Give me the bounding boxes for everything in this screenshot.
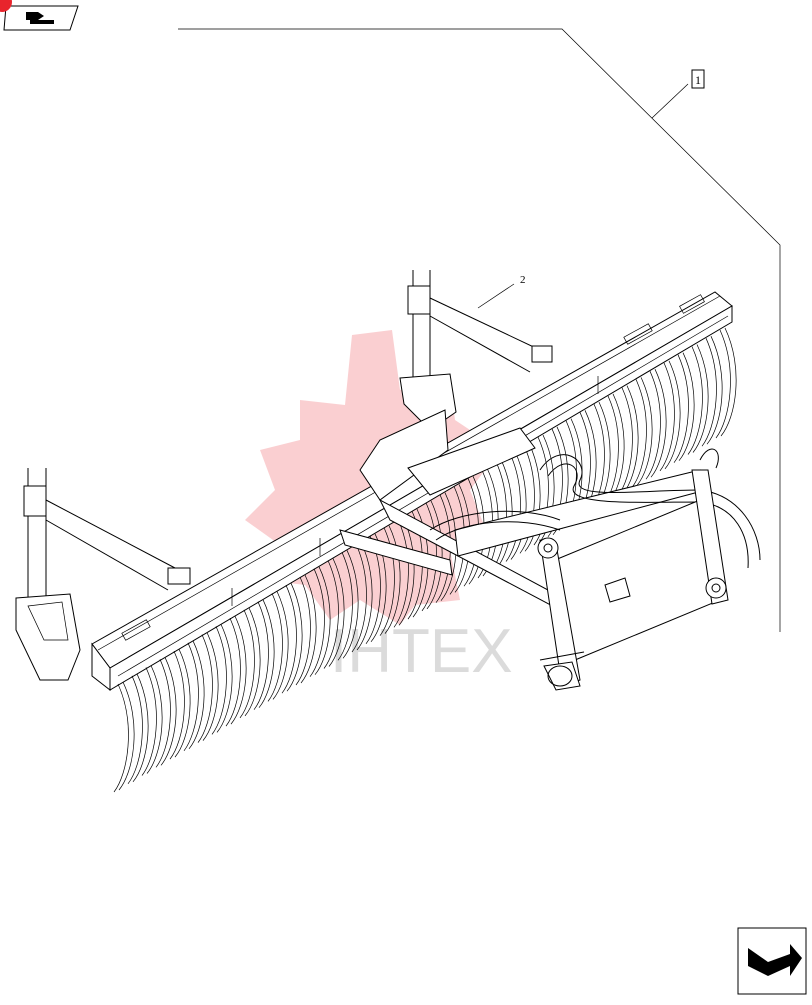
rake-tine-edge xyxy=(146,665,163,774)
rake-tine-edge xyxy=(356,541,373,651)
rake-tine xyxy=(323,560,339,669)
rake-tine-edge xyxy=(538,434,555,544)
rake-tine xyxy=(351,543,367,653)
rake-tine-edge xyxy=(342,550,359,659)
rake-tine xyxy=(631,379,647,488)
rake-tine xyxy=(169,650,185,760)
hydraulic-hoses xyxy=(429,454,761,569)
rake-tine-edge xyxy=(706,336,723,445)
rake-tine xyxy=(267,593,283,702)
rake-tine xyxy=(645,371,661,480)
rake-tine xyxy=(673,354,689,463)
rake-tine xyxy=(295,576,311,686)
rake-tine-edge xyxy=(272,591,289,700)
rake-tine-edge xyxy=(608,393,625,503)
rake-tine-edge xyxy=(286,583,303,692)
rake-tine-edge xyxy=(216,624,233,733)
rake-tine xyxy=(309,568,325,677)
rake-tine-edge xyxy=(720,327,737,437)
rake-tine-edge xyxy=(650,369,667,478)
rake-tine-edge xyxy=(300,574,317,684)
rake-tine-edge xyxy=(524,443,541,552)
rake-tine xyxy=(659,362,675,472)
rake-tine-edge xyxy=(160,657,177,766)
rake-tine-edge xyxy=(314,566,331,675)
rake-tine xyxy=(239,609,255,719)
quick-coupler-bracket xyxy=(537,448,729,691)
rake-tine xyxy=(715,329,731,439)
rake-tine-edge xyxy=(244,607,261,717)
rake-tine-edge xyxy=(622,385,639,494)
rake-tines xyxy=(113,327,737,793)
rake-tine xyxy=(519,445,535,554)
rake-tine xyxy=(225,617,241,727)
rake-tine xyxy=(183,642,199,752)
rake-tine xyxy=(533,436,549,546)
rake-tine-edge xyxy=(678,352,695,461)
next-page-button[interactable] xyxy=(737,927,807,995)
rake-tine-edge xyxy=(118,681,135,791)
rake-tine-edge xyxy=(188,640,205,750)
callout-1-leader xyxy=(178,28,781,632)
rake-tine xyxy=(281,585,297,694)
rake-tine-edge xyxy=(230,615,247,725)
rake-tine-edge xyxy=(132,673,149,783)
callout-2-label: 2 xyxy=(520,274,526,286)
rake-tine xyxy=(197,634,213,743)
rake-tine-edge xyxy=(636,377,653,486)
rake-tine-edge xyxy=(174,648,191,758)
rake-tine-edge xyxy=(398,517,415,626)
back-nav-tab[interactable] xyxy=(0,0,79,31)
back-arrow-tab-icon xyxy=(26,12,54,24)
rake-tine xyxy=(211,626,227,735)
rake-tine xyxy=(155,659,171,768)
callout-1-label: 1 xyxy=(695,73,701,87)
left-carrier-arm xyxy=(15,468,191,681)
rake-tine xyxy=(435,494,451,603)
rake-tine-edge xyxy=(258,599,275,708)
callout-2[interactable]: 2 xyxy=(477,274,526,309)
next-page-arrow-icon xyxy=(748,944,802,976)
rake-tine-edge xyxy=(384,525,401,634)
rake-tine-edge xyxy=(496,459,513,568)
rake-tine-edge xyxy=(202,632,219,741)
rake-tine xyxy=(127,675,143,785)
red-corner-marker-icon xyxy=(0,0,12,12)
rake-tine-edge xyxy=(328,558,345,667)
rake-tine xyxy=(337,552,353,661)
rake-tine xyxy=(253,601,269,710)
rake-tine xyxy=(393,519,409,628)
rake-tine xyxy=(141,667,157,776)
rake-tine xyxy=(701,338,717,447)
rake-tine xyxy=(687,346,703,455)
watermark-text: IHTEX xyxy=(330,617,513,686)
rake-tine xyxy=(113,683,129,793)
callout-1[interactable]: 1 xyxy=(691,69,705,89)
rake-tine-edge xyxy=(692,344,709,453)
rake-tine-edge xyxy=(664,360,681,470)
rake-tine xyxy=(379,527,395,636)
rake-tine-edge xyxy=(510,451,527,560)
